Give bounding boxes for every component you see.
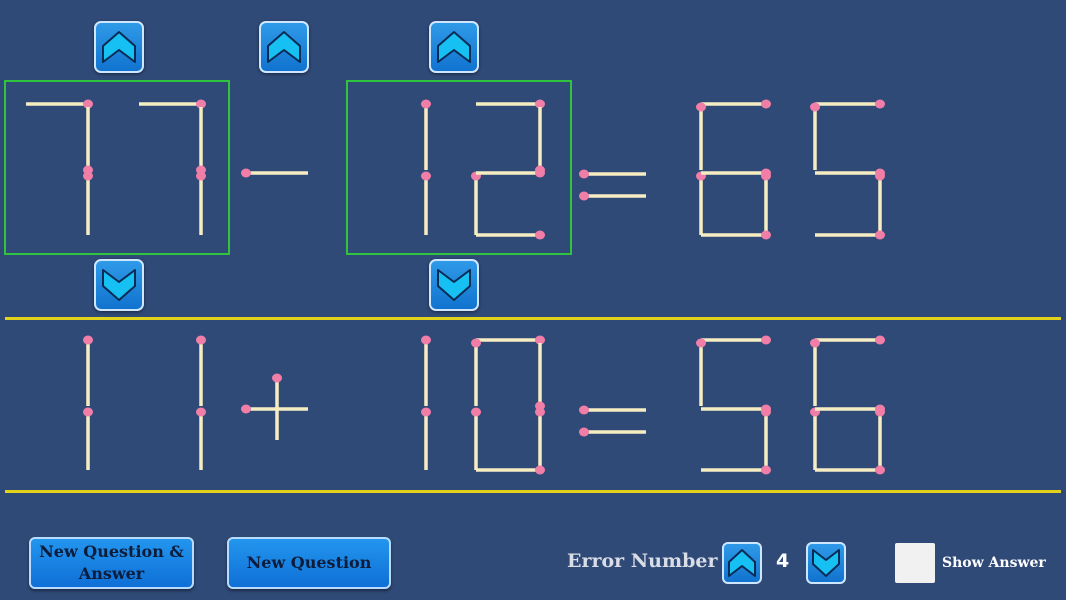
error-number-up-button[interactable]: [722, 542, 762, 584]
number-selection-box-right[interactable]: [346, 80, 572, 255]
answer-digit-4-seg-c[interactable]: [535, 407, 545, 471]
answer-digit-4-seg-a[interactable]: [476, 335, 545, 345]
question-equals-bottom[interactable]: [579, 191, 646, 201]
error-number-down-button[interactable]: [806, 542, 846, 584]
answer-digit-3-seg-b[interactable]: [421, 335, 431, 407]
new-question-button[interactable]: New Question: [227, 537, 391, 589]
new-question-and-answer-line2: Answer: [78, 564, 145, 583]
answer-operator-vertical[interactable]: [272, 373, 282, 441]
digit-up-button-2[interactable]: [259, 21, 309, 73]
question-digit-5-seg-c[interactable]: [761, 171, 771, 236]
answer-digit-5-seg-c[interactable]: [761, 407, 771, 471]
answer-digit-4-seg-d[interactable]: [476, 465, 545, 475]
question-digit-2-seg-c[interactable]: [196, 171, 206, 236]
answer-digit-4-seg-f[interactable]: [471, 338, 481, 407]
chevron-up-icon: [437, 31, 471, 63]
digit-up-button-3[interactable]: [429, 21, 479, 73]
chevron-down-icon: [102, 269, 136, 301]
question-digit-6-seg-a[interactable]: [815, 99, 885, 109]
question-digit-6-seg-d[interactable]: [815, 230, 885, 240]
chevron-up-icon: [267, 31, 301, 63]
show-answer-label: Show Answer: [942, 555, 1046, 571]
question-digit-5-seg-a[interactable]: [701, 99, 771, 109]
answer-equals-top[interactable]: [579, 405, 646, 415]
new-question-and-answer-line1: New Question &: [39, 542, 184, 561]
answer-digit-6-seg-d[interactable]: [815, 465, 885, 475]
question-equals-top[interactable]: [579, 169, 646, 179]
question-digit-6-seg-f[interactable]: [810, 102, 820, 171]
question-digit-2-seg-a[interactable]: [139, 99, 206, 109]
question-digit-5-seg-g[interactable]: [701, 168, 771, 178]
question-digit-6-seg-g[interactable]: [815, 168, 885, 178]
chevron-down-icon: [437, 269, 471, 301]
question-digit-5-seg-d[interactable]: [701, 230, 771, 240]
chevron-down-icon: [812, 549, 840, 577]
error-number-label: Error Number: [567, 550, 718, 572]
answer-digit-4-seg-e[interactable]: [471, 407, 481, 471]
question-digit-4-seg-b[interactable]: [535, 107, 545, 175]
answer-digit-4-seg-b[interactable]: [535, 343, 545, 411]
number-selection-box-left[interactable]: [4, 80, 230, 255]
answer-digit-1-seg-b[interactable]: [83, 335, 93, 407]
answer-digit-2-seg-c[interactable]: [196, 407, 206, 471]
chevron-up-icon: [102, 31, 136, 63]
answer-digit-6-seg-e[interactable]: [810, 407, 820, 471]
answer-digit-6-seg-a[interactable]: [815, 335, 885, 345]
answer-equals-bottom[interactable]: [579, 427, 646, 437]
error-number-value: 4: [776, 550, 790, 572]
digit-down-button-2[interactable]: [429, 259, 479, 311]
answer-digit-1-seg-c[interactable]: [83, 407, 93, 471]
question-digit-1-seg-a[interactable]: [26, 99, 93, 109]
answer-digit-2-seg-b[interactable]: [196, 335, 206, 407]
chevron-up-icon: [728, 549, 756, 577]
question-digit-4-seg-a[interactable]: [476, 99, 545, 109]
digit-down-button-1[interactable]: [94, 259, 144, 311]
question-digit-5-seg-f[interactable]: [696, 102, 706, 171]
answer-digit-5-seg-d[interactable]: [701, 465, 771, 475]
question-digit-3-seg-b[interactable]: [421, 99, 431, 171]
question-digit-1-seg-c[interactable]: [83, 171, 93, 236]
new-question-label: New Question: [246, 553, 372, 572]
show-answer-checkbox[interactable]: [895, 543, 935, 583]
question-digit-6-seg-c[interactable]: [875, 171, 885, 236]
answer-digit-6-seg-c[interactable]: [875, 407, 885, 471]
question-digit-1-seg-b[interactable]: [83, 107, 93, 175]
divider-top: [5, 317, 1061, 320]
answer-operator-horizontal[interactable]: [241, 404, 308, 414]
new-question-and-answer-button[interactable]: New Question & Answer: [29, 537, 194, 589]
answer-digit-5-seg-g[interactable]: [701, 404, 771, 414]
question-digit-4-seg-g[interactable]: [476, 168, 545, 178]
answer-digit-3-seg-c[interactable]: [421, 407, 431, 471]
question-digit-3-seg-c[interactable]: [421, 171, 431, 236]
question-digit-4-seg-d[interactable]: [476, 230, 545, 240]
question-digit-2-seg-b[interactable]: [196, 107, 206, 175]
question-digit-5-seg-e[interactable]: [696, 171, 706, 236]
digit-up-button-1[interactable]: [94, 21, 144, 73]
question-operator-horizontal[interactable]: [241, 168, 308, 178]
divider-bottom: [5, 490, 1061, 493]
answer-digit-6-seg-f[interactable]: [810, 338, 820, 407]
answer-digit-6-seg-g[interactable]: [815, 404, 885, 414]
answer-digit-5-seg-f[interactable]: [696, 338, 706, 407]
answer-digit-5-seg-a[interactable]: [701, 335, 771, 345]
question-digit-4-seg-e[interactable]: [471, 171, 481, 236]
